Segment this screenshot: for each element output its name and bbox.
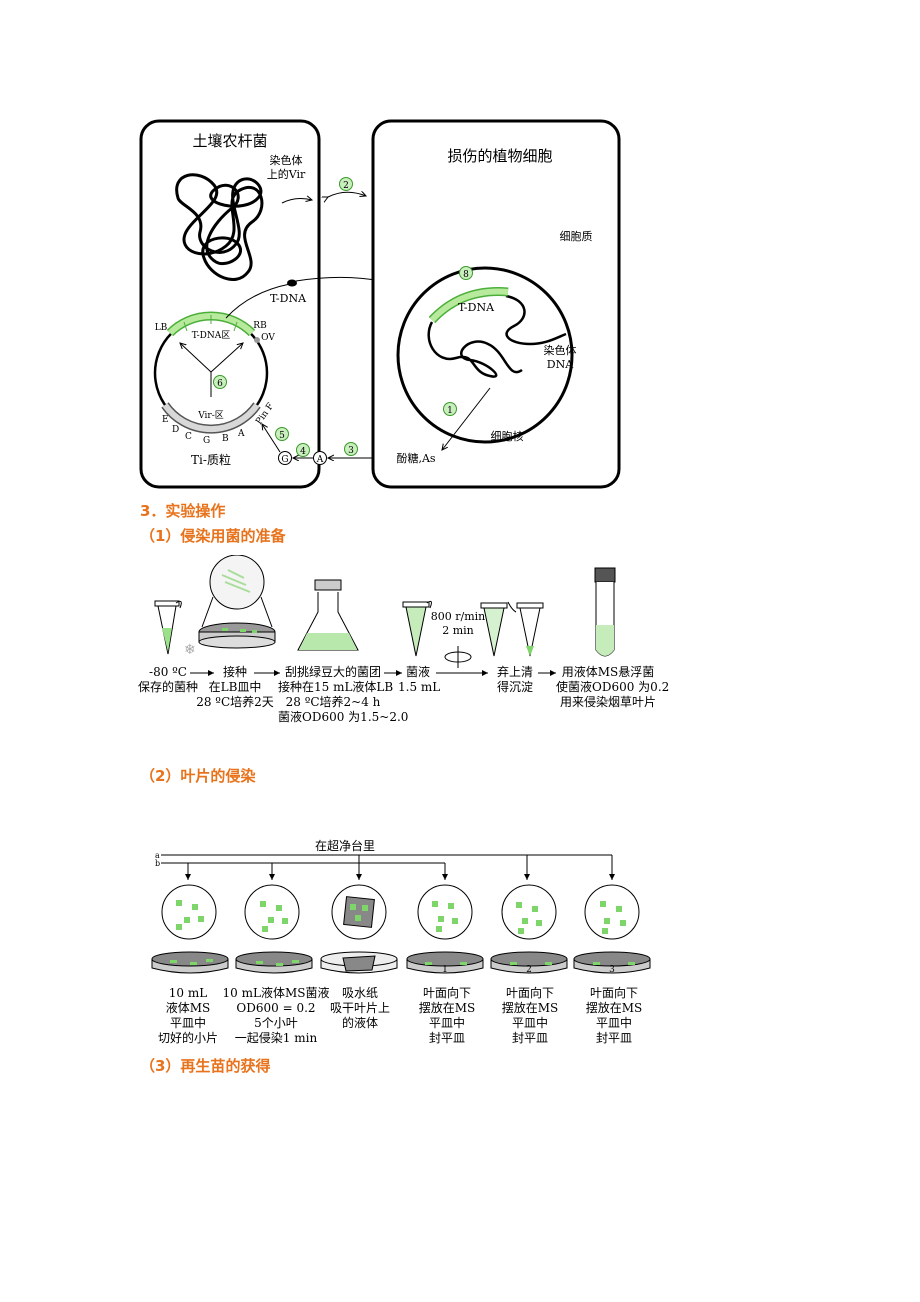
vir-gene-a: A xyxy=(237,429,245,439)
vir-gene-b: B xyxy=(222,434,229,444)
chromo-dna-label-1: 染色体 xyxy=(544,343,577,357)
g-circle-label: G xyxy=(281,455,288,465)
bacteria-prep-diagram: ❄ 800 r/min 2 min xyxy=(154,555,616,676)
vir-gene-g: G xyxy=(203,436,210,446)
lb-plate-icon xyxy=(198,555,276,649)
centrifuge-time: 2 min xyxy=(442,624,474,637)
line-a-label: a xyxy=(155,851,160,860)
chromo-vir-label-1: 染色体 xyxy=(270,153,303,167)
side-view-dishes: 1 2 3 xyxy=(151,951,651,975)
svg-text:2: 2 xyxy=(343,181,349,191)
ov-label: OV xyxy=(261,333,275,343)
tdna-free-label: T-DNA xyxy=(270,292,307,305)
centrifuged-tubes-icon xyxy=(480,601,544,657)
chromo-dna-label-2: DNA xyxy=(547,358,574,371)
step-5-badge: 5 xyxy=(275,427,289,441)
subsection-1-title: （1）侵染用菌的准备 xyxy=(140,527,286,545)
plant-cell-box xyxy=(371,119,621,489)
svg-text:3: 3 xyxy=(348,446,354,456)
agrobacterium-mechanism-diagram: 土壤农杆菌 染色体 上的Vir 2 T-DNA区 LB RB OV Vir-区 … xyxy=(139,119,621,489)
tdna-region-label: T-DNA区 xyxy=(192,330,230,341)
prep-caption-5: 弃上清得沉淀 xyxy=(496,665,533,694)
vir-gene-c: C xyxy=(185,432,192,442)
nucleus-label: 细胞核 xyxy=(491,429,524,443)
culture-tube-icon xyxy=(402,600,432,657)
plate-top-6 xyxy=(584,884,640,940)
plate-number-2: 2 xyxy=(526,965,532,975)
svg-text:8: 8 xyxy=(463,270,469,280)
bacterial-chromosome xyxy=(175,173,264,281)
svg-text:5: 5 xyxy=(279,431,285,441)
vir-region-label: Vir-区 xyxy=(197,410,224,421)
subsection-2-title: （2）叶片的侵染 xyxy=(140,767,256,785)
plant-cell-title: 损伤的植物细胞 xyxy=(447,147,552,165)
centrifuge-speed: 800 r/min xyxy=(431,610,486,623)
line-b-label: b xyxy=(155,859,160,868)
plate-top-1 xyxy=(161,884,217,940)
bench-label: 在超净台里 xyxy=(315,838,375,853)
plate-top-4 xyxy=(417,884,473,940)
chromo-vir-label-2: 上的Vir xyxy=(267,167,306,181)
step-3-badge: 3 xyxy=(344,442,358,456)
nucleus xyxy=(396,266,574,444)
section-3-title: 3．实验操作 xyxy=(140,502,226,520)
plate-top-2 xyxy=(244,884,300,940)
svg-text:6: 6 xyxy=(217,379,223,389)
svg-text:❄: ❄ xyxy=(184,642,196,658)
step-2-badge: 2 xyxy=(339,177,353,191)
svg-text:1: 1 xyxy=(447,406,453,416)
plate-number-1: 1 xyxy=(442,965,448,975)
agrobacterium-cell-box xyxy=(139,119,321,489)
infection-caption-3: 吸水纸吸干叶片上的液体 xyxy=(329,986,390,1030)
step-6-badge: 6 xyxy=(213,375,227,389)
ti-plasmid-label: Ti-质粒 xyxy=(191,452,231,467)
test-tube-icon xyxy=(594,567,616,657)
rb-label: RB xyxy=(253,321,267,331)
step-1-badge: 1 xyxy=(443,402,457,416)
svg-text:4: 4 xyxy=(300,447,306,457)
frozen-tube-icon: ❄ xyxy=(154,600,196,658)
step-4-badge: 4 xyxy=(296,443,310,457)
vir-gene-d: D xyxy=(172,425,179,435)
phenol-label: 酚糖,As xyxy=(396,451,435,465)
step-8-badge: 8 xyxy=(459,266,473,280)
vir-gene-e: E xyxy=(162,415,169,425)
lb-label: LB xyxy=(155,323,168,333)
plate-number-3: 3 xyxy=(609,965,615,975)
tdna-inserted-label: T-DNA xyxy=(458,301,495,314)
flask-icon xyxy=(297,579,359,651)
agrobacterium-title: 土壤农杆菌 xyxy=(192,132,267,150)
leaf-infection-diagram: 在超净台里 a b xyxy=(151,838,651,975)
a-circle-label: A xyxy=(316,455,324,465)
subsection-3-title: （3）再生苗的获得 xyxy=(140,1057,271,1075)
cytoplasm-label: 细胞质 xyxy=(560,230,593,243)
plate-top-5 xyxy=(501,884,557,940)
